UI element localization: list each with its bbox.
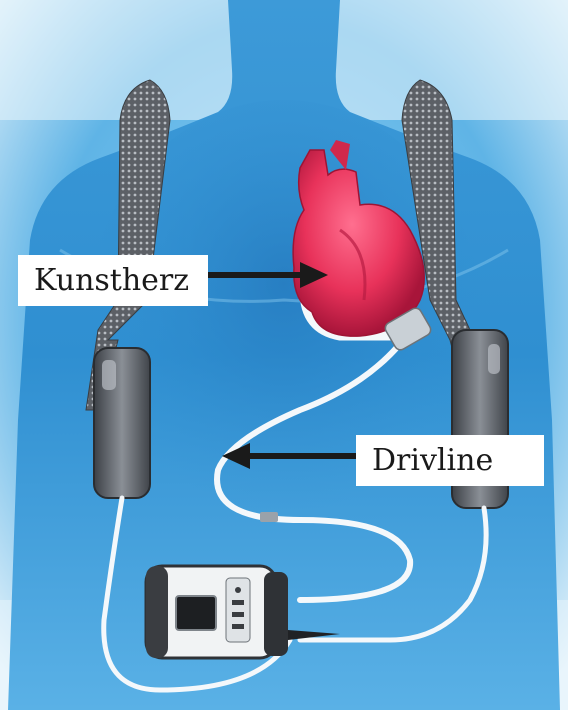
battery-pack-icon	[94, 348, 150, 498]
kunstherz-label: Kunstherz	[18, 255, 208, 306]
drivline-label: Drivline	[356, 435, 544, 486]
